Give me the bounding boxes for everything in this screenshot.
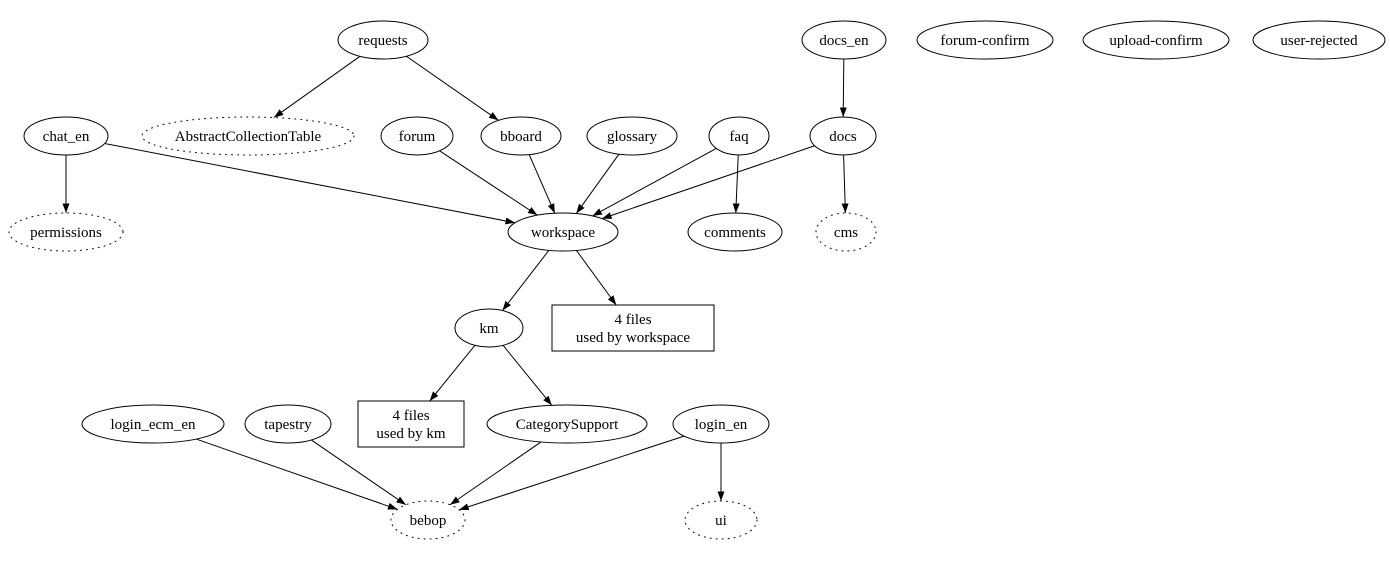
edge-workspace-to-km [502,250,550,311]
ellipse-shape [380,116,454,156]
ellipse-shape [687,212,783,252]
ellipse-shape [454,308,524,348]
node-label: CategorySupport [516,417,619,433]
ellipse-shape [1082,20,1230,60]
ellipse-shape [708,116,770,156]
node-chat_en: chat_en [23,116,109,156]
node-forum: forum [380,116,454,156]
nodes-layer: requests docs_en forum-confirm upload-confi… [8,20,1386,540]
ellipse-shape [507,212,619,252]
edge-requests-to-AbstractCollectionTable [273,55,361,118]
node-bebop: bebop [390,500,466,540]
node-label: docs_en [819,33,869,49]
node-permissions: permissions [8,212,124,252]
edge-docs-to-workspace [601,145,815,220]
ellipse-shape [390,500,466,540]
node-workspace: workspace [507,212,619,252]
node-label: upload-confirm [1109,33,1203,49]
node-label: cms [834,225,858,241]
node-label: forum-confirm [940,33,1029,49]
box-shape [551,304,715,352]
node-label: permissions [30,225,102,241]
edge-tapestry-to-bebop [311,439,407,506]
edge-bboard-to-workspace [528,154,556,214]
edge-faq-to-workspace [592,147,717,217]
node-AbstractCollectionTable: AbstractCollectionTable [141,116,355,156]
node-label: km [479,321,499,337]
node-glossary: glossary [586,116,678,156]
node-label: forum [399,129,436,145]
node-ui: ui [684,500,758,540]
edge-login_en-to-bebop [459,435,685,511]
node-label: AbstractCollectionTable [175,129,322,145]
ellipse-shape [8,212,124,252]
node-forum-confirm: forum-confirm [916,20,1054,60]
ellipse-shape [141,116,355,156]
ellipse-shape [486,404,648,444]
ellipse-shape [809,116,877,156]
node-label: login_en [695,417,748,433]
node-label: docs [829,129,857,145]
ellipse-shape [23,116,109,156]
node-comments: comments [687,212,783,252]
node-label: requests [358,33,407,49]
node-requests: requests [337,20,429,60]
ellipse-shape [337,20,429,60]
node-km: km [454,308,524,348]
edge-glossary-to-workspace [575,153,620,214]
node-label: tapestry [264,417,312,433]
ellipse-shape [480,116,562,156]
edge-CategorySupport-to-bebop [449,441,542,506]
ellipse-shape [586,116,678,156]
edge-requests-to-bboard [406,55,499,121]
edge-docs-to-cms [841,154,849,214]
edge-faq-to-comments [732,154,740,214]
box-shape [357,400,465,448]
node-label: chat_en [43,129,90,145]
edge-forum-to-workspace [439,150,538,216]
node-docs_en: docs_en [801,20,887,60]
node-label: ui [715,513,727,529]
edge-chat_en-to-workspace [104,142,516,225]
node-label: comments [704,225,766,241]
edge-km-to-files_used_by_km [429,344,476,402]
node-CategorySupport: CategorySupport [486,404,648,444]
node-label: workspace [531,225,595,241]
edge-workspace-to-files_used_by_workspace [576,250,617,306]
node-cms: cms [815,212,877,252]
ellipse-shape [1252,20,1386,60]
ellipse-shape [244,404,332,444]
edge-docs_en-to-docs [839,58,847,118]
edge-km-to-CategorySupport [502,344,553,406]
node-label: glossary [607,129,657,145]
ellipse-shape [916,20,1054,60]
ellipse-shape [684,500,758,540]
node-label: faq [729,129,749,145]
ellipse-shape [672,404,770,444]
ellipse-shape [815,212,877,252]
node-login_en: login_en [672,404,770,444]
node-tapestry: tapestry [244,404,332,444]
node-label: login_ecm_en [111,417,196,433]
node-faq: faq [708,116,770,156]
node-upload-confirm: upload-confirm [1082,20,1230,60]
edges-layer [62,55,849,511]
edge-login_ecm_en-to-bebop [196,438,398,510]
ellipse-shape [801,20,887,60]
node-label: user-rejected [1280,33,1358,49]
node-label: bebop [410,513,447,529]
node-login_ecm_en: login_ecm_en [81,404,225,444]
node-bboard: bboard [480,116,562,156]
node-label: bboard [500,129,542,145]
ellipse-shape [81,404,225,444]
node-docs: docs [809,116,877,156]
node-user-rejected: user-rejected [1252,20,1386,60]
